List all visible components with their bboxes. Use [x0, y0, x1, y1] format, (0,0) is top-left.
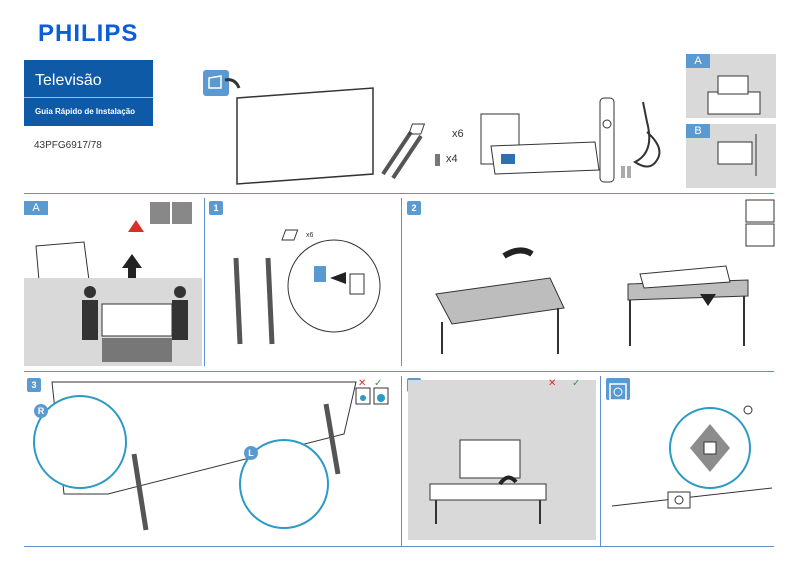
- philips-logo: PHILIPS: [38, 20, 139, 47]
- step3-badge: 3: [27, 378, 41, 392]
- box-contents-illustration: [203, 70, 661, 185]
- option-a-badge: A: [686, 54, 710, 68]
- svg-text:✓: ✓: [572, 378, 580, 389]
- svg-text:✓: ✓: [374, 378, 382, 389]
- col-divider-1: [204, 198, 205, 366]
- col-divider-4: [600, 376, 601, 546]
- step1-illustration: [233, 229, 381, 345]
- option-b-illustration: [717, 134, 757, 176]
- model-number: 43PFG6917/78: [34, 140, 102, 151]
- right-callout-badge: R: [34, 404, 48, 418]
- screws-count: x6: [452, 128, 464, 140]
- product-title: Televisão: [35, 72, 102, 89]
- page-frame: [24, 546, 774, 547]
- row2-divider: [24, 371, 774, 372]
- title-divider: [24, 97, 153, 98]
- step3-illustration: ✕ ✓: [33, 378, 389, 531]
- option-a-illustration: [707, 75, 761, 115]
- step2-badge: 2: [407, 201, 421, 215]
- step1-badge: 1: [209, 201, 223, 215]
- section-a-badge: A: [24, 201, 48, 215]
- step1-screws-count: x6: [306, 232, 314, 239]
- col-divider-3: [401, 376, 402, 546]
- col-divider-2: [401, 198, 402, 366]
- guide-title: Guia Rápido de Instalação: [35, 107, 136, 116]
- svg-text:✕: ✕: [358, 378, 366, 389]
- step2-illustration: [435, 199, 775, 354]
- step4-illustration: ✕ ✓: [408, 378, 596, 540]
- svg-text:✕: ✕: [548, 378, 556, 389]
- title-box: Televisão Guia Rápido de Instalação: [24, 60, 153, 126]
- row1-divider: [24, 193, 774, 194]
- option-b-badge: B: [686, 124, 710, 138]
- left-callout-badge: L: [244, 446, 258, 460]
- small-screws-count: x4: [446, 153, 458, 165]
- section-a-illustration: [24, 202, 202, 366]
- control-button-illustration: [609, 383, 773, 509]
